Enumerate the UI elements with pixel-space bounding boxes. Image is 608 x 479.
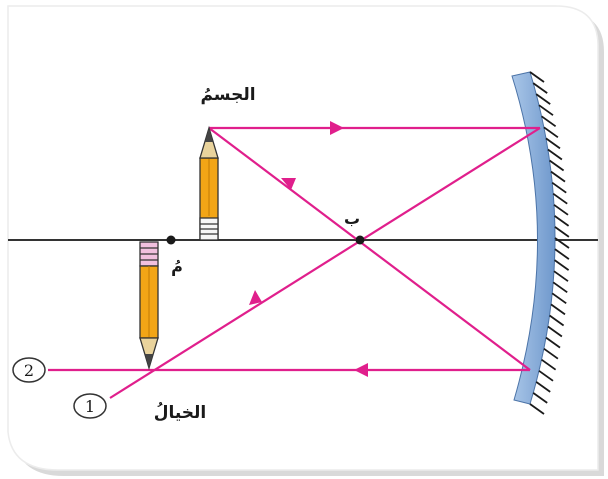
mirror-hatch-mark <box>532 392 548 404</box>
arrowhead-icon <box>354 363 368 377</box>
mirror-hatch-mark <box>550 303 566 316</box>
arrowhead-icon <box>281 178 296 190</box>
ray-arrowheads <box>249 121 368 377</box>
mirror-hatch-mark <box>553 270 569 282</box>
mirror-hatch-mark <box>529 403 545 415</box>
arrowhead-icon <box>249 290 262 305</box>
mirror-hatch-mark <box>543 126 559 139</box>
ray-mirror-reflect-down <box>109 127 541 399</box>
mirror-hatch-mark <box>535 381 551 393</box>
mirror-hatch-mark <box>554 237 570 249</box>
mirror-hatch-mark <box>545 336 561 349</box>
mirror-hatch-mark <box>554 248 570 260</box>
ray-marker-two: 2 <box>12 357 46 383</box>
image-label: الخيالُ <box>154 402 207 423</box>
light-rays <box>48 126 541 399</box>
mirror-hatch-mark <box>541 115 557 128</box>
mirror-hatch-mark <box>549 314 565 327</box>
mirror-hatch-mark <box>553 204 569 216</box>
mirror-hatch-mark <box>547 325 563 338</box>
mirror-hatch-mark <box>549 159 565 172</box>
focus-label: ب <box>344 209 360 228</box>
mirror-hatch-mark <box>552 281 568 294</box>
focus-point <box>355 235 365 245</box>
mirror-hatch-mark <box>550 170 566 183</box>
mirror-hatch-mark <box>554 226 570 238</box>
pencil-inverted-icon <box>139 241 159 371</box>
ray-object-through-focus <box>208 127 531 371</box>
mirror-hatch-mark <box>543 347 559 360</box>
mirror-hatch-mark <box>552 192 568 205</box>
object-label: الجسمُ <box>200 85 255 105</box>
mirror-hatch-mark <box>551 181 567 194</box>
ray-one-number: 1 <box>85 397 95 416</box>
center-label: مُ <box>171 257 183 276</box>
mirror-hatch-mark <box>529 71 545 83</box>
mirror-hatch-mark <box>554 259 570 271</box>
mirror-hatch-mark <box>535 93 551 105</box>
frame-card <box>7 5 599 471</box>
mirror-hatch-mark <box>541 358 557 371</box>
mirror-hatch-mark <box>538 370 554 382</box>
center-point <box>166 235 176 245</box>
mirror-hatch-mark <box>545 137 561 150</box>
mirror-hatch-mark <box>547 148 563 161</box>
pencil-upright-icon <box>199 125 219 241</box>
concave-mirror-icon <box>511 71 570 415</box>
mirror-hatch-mark <box>538 104 554 116</box>
ray-marker-one: 1 <box>73 393 107 419</box>
mirror-hatch-mark <box>532 82 548 94</box>
arrowhead-icon <box>330 121 344 135</box>
mirror-hatch-mark <box>554 215 570 227</box>
ray-two-number: 2 <box>24 361 34 380</box>
mirror-hatch-mark <box>551 292 567 305</box>
